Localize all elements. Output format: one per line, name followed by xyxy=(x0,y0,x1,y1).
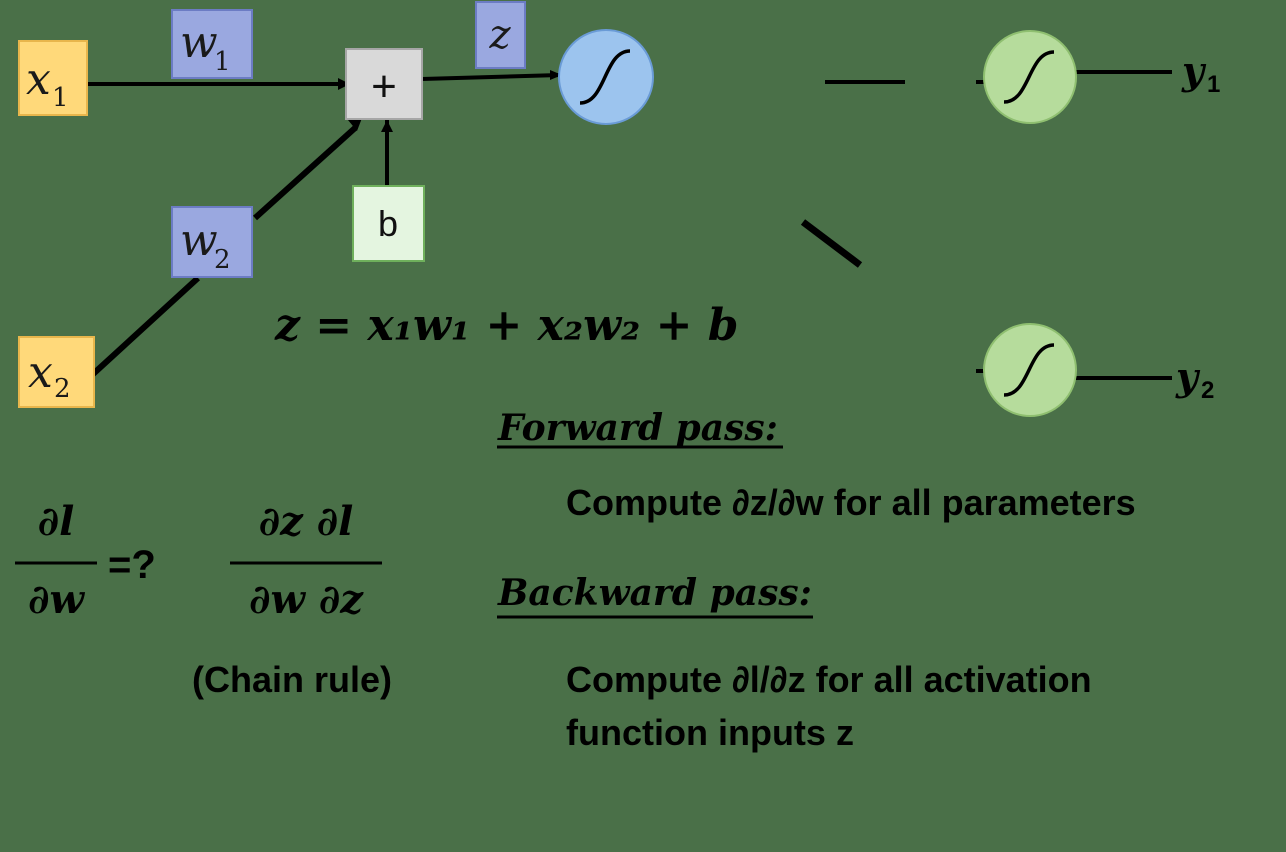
chain-rule-formula: ∂l ∂w =? ∂z ∂l ∂w ∂z (Chain rule) xyxy=(15,498,392,700)
forward-pass-text: Compute ∂z/∂w for all parameters xyxy=(566,482,1136,523)
output-y2: y 2 xyxy=(1175,354,1214,404)
bias-box: b xyxy=(352,185,425,262)
x1-label: x xyxy=(26,54,51,105)
x2-to-w2-line xyxy=(89,275,201,378)
sigmoid-icon xyxy=(1003,343,1055,397)
arrow-into-sum-w2 xyxy=(348,118,362,131)
y1-subscript: 1 xyxy=(1207,71,1220,98)
activation-neuron-output-2 xyxy=(983,323,1077,417)
sigmoid-icon xyxy=(579,49,631,105)
arrow-into-neuron xyxy=(550,70,562,80)
arrow-into-sum-bias xyxy=(381,120,393,132)
input-x2: x 2 xyxy=(18,336,95,408)
y2-subscript: 2 xyxy=(1201,377,1214,404)
y2-label: y xyxy=(1175,354,1201,399)
chain-rule-rhs-numerator: ∂z ∂l xyxy=(259,498,354,545)
w1-label: w xyxy=(180,17,218,68)
z-label: z xyxy=(488,12,511,58)
arrow-into-sum-x1 xyxy=(338,78,350,90)
chain-rule-caption: (Chain rule) xyxy=(192,659,392,700)
x1-subscript: 1 xyxy=(52,83,69,113)
z-box: z xyxy=(475,1,526,69)
y1-label: y xyxy=(1181,48,1207,93)
bias-label: b xyxy=(378,203,398,244)
forward-pass-title: Forward pass: xyxy=(497,407,778,449)
w2-label: w xyxy=(180,215,218,266)
activation-neuron-hidden xyxy=(558,29,654,125)
sum-to-neuron-line xyxy=(421,73,561,81)
backward-pass-text-line1: Compute ∂l/∂z for all activation xyxy=(566,659,1092,700)
backward-pass-title: Backward pass: xyxy=(497,572,812,614)
x2-subscript: 2 xyxy=(54,374,71,404)
w1-subscript: 1 xyxy=(214,47,231,77)
backward-pass-text-line2: function inputs z xyxy=(566,712,854,753)
w2-subscript: 2 xyxy=(214,245,231,275)
output-y1: y 1 xyxy=(1181,48,1220,98)
w2-to-sum-line xyxy=(252,125,358,221)
chain-rule-rhs-denominator: ∂w ∂z xyxy=(249,576,364,623)
sum-symbol: + xyxy=(371,62,397,111)
x2-label: x xyxy=(28,347,53,398)
sum-node: + xyxy=(345,48,423,120)
activation-neuron-output-1 xyxy=(983,30,1077,124)
chain-rule-lhs-denominator: ∂w xyxy=(28,576,85,623)
input-x1: x 1 xyxy=(18,40,88,116)
chain-rule-lhs-numerator: ∂l xyxy=(38,498,75,545)
hidden-dash-2 xyxy=(800,219,863,268)
connections xyxy=(88,70,1172,380)
weight-w1: w 1 xyxy=(171,9,253,79)
weight-w2: w 2 xyxy=(171,206,253,278)
sigmoid-icon xyxy=(1003,50,1055,104)
weighted-sum-equation: z = x₁w₁ + x₂w₂ + b xyxy=(274,300,739,351)
chain-rule-equals: =? xyxy=(108,543,156,587)
